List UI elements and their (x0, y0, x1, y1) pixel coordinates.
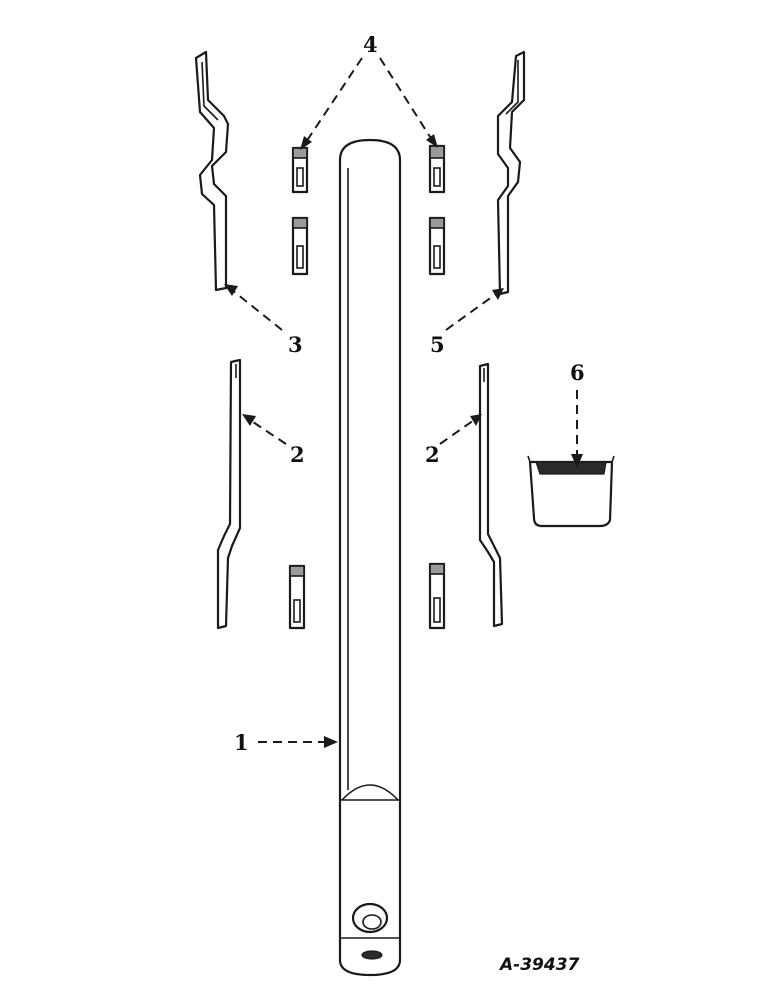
part-2-left-strap (216, 358, 242, 630)
part-2-right-strap (478, 362, 504, 628)
callout-labels: 4 3 5 2 2 6 1 A-39437 (234, 32, 585, 975)
clip-lower-left (288, 564, 306, 630)
callout-2-right: 2 (425, 442, 440, 467)
part-6-channel (527, 455, 615, 528)
clip-upper-left-top (291, 146, 309, 194)
clip-upper-right-bottom (428, 216, 446, 276)
figure-number: A-39437 (498, 955, 580, 975)
callout-1: 1 (234, 730, 249, 755)
part-3-left-bracket (194, 50, 230, 292)
clip-upper-left-bottom (291, 216, 309, 276)
leader-lines (224, 57, 583, 748)
callout-6: 6 (570, 360, 585, 385)
callout-2-left: 2 (290, 442, 305, 467)
callout-3: 3 (288, 332, 303, 357)
clip-lower-right (428, 562, 446, 630)
callout-5: 5 (430, 332, 445, 357)
clip-upper-right-top (428, 144, 446, 194)
part-1-beam (338, 138, 402, 977)
part-5-right-bracket (496, 50, 526, 296)
part-4-clips (288, 144, 446, 630)
callout-4: 4 (363, 32, 378, 57)
